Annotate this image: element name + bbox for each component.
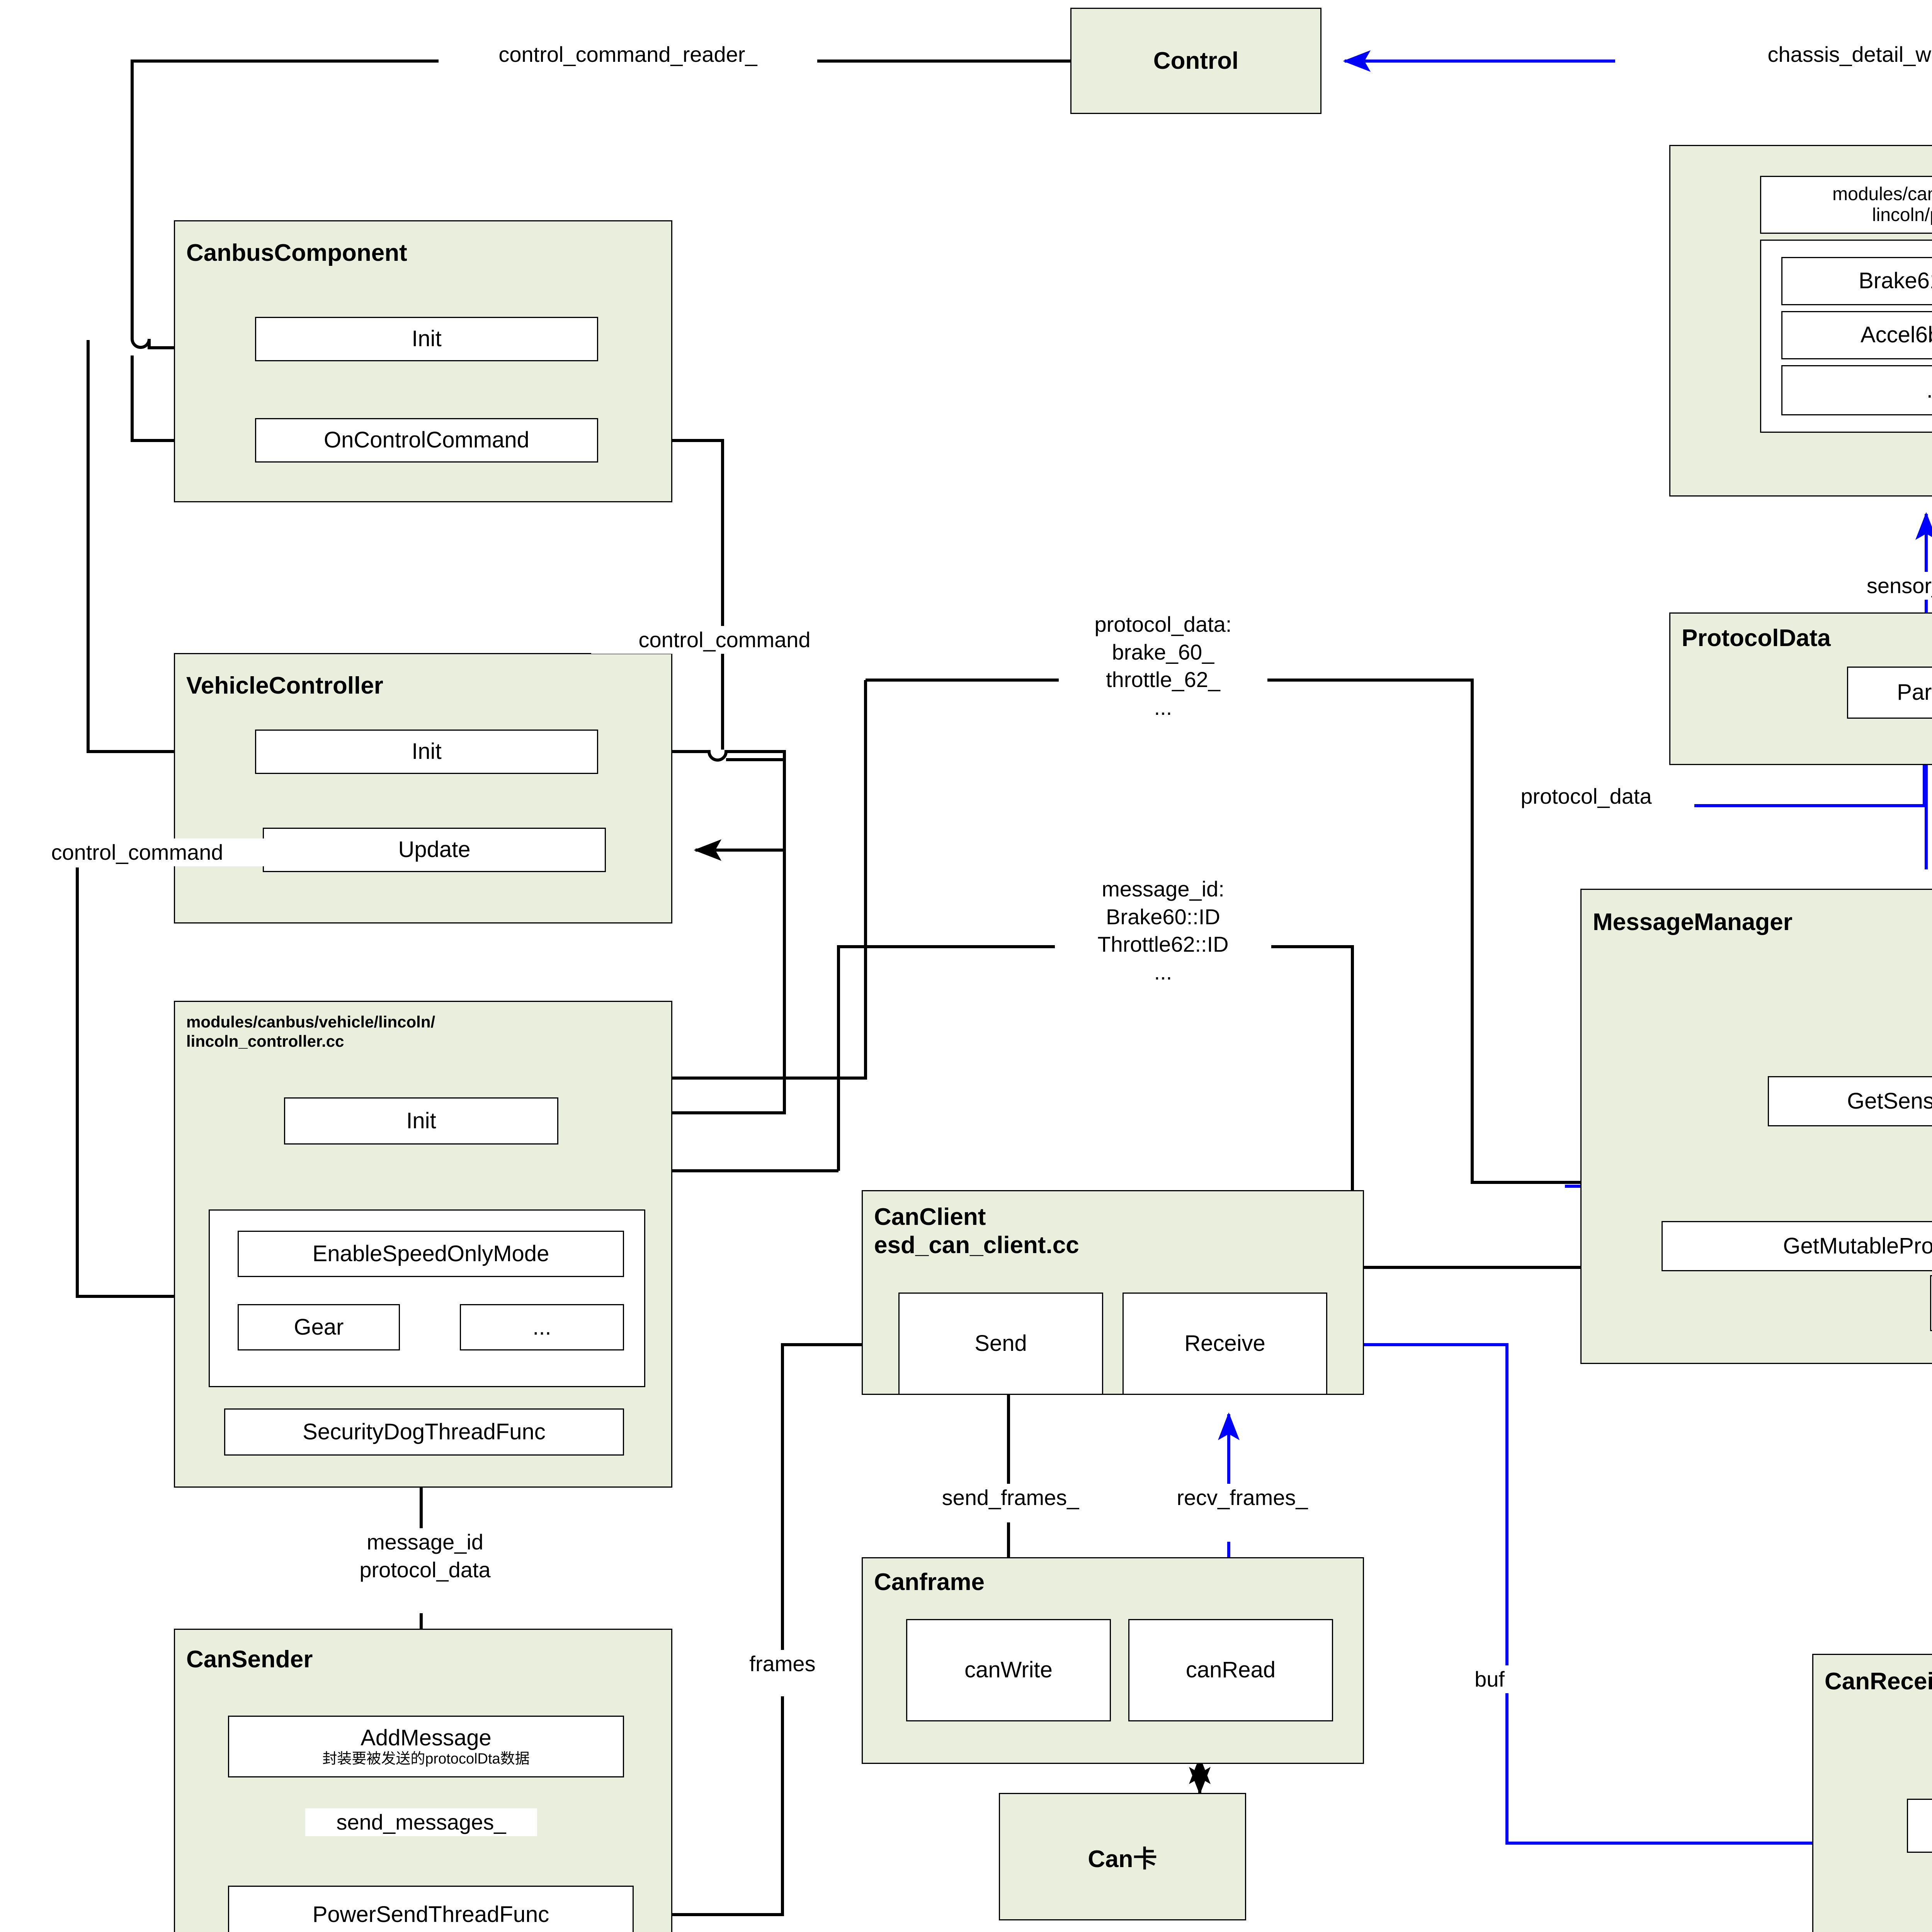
node-vehiclecontroller-update[interactable]: Update (263, 828, 606, 872)
node-label: EnableSpeedOnlyMode (312, 1241, 549, 1266)
node-cansender-powersendthreadfunc[interactable]: PowerSendThreadFunc (228, 1886, 634, 1932)
node-lincolncontroller-more[interactable]: ... (460, 1304, 624, 1350)
node-label: Brake61::Parse (1859, 268, 1932, 294)
group-title-canframe: Canframe (874, 1569, 985, 1595)
node-lincoln-protocol-brake61[interactable]: Brake61::Parse (1781, 257, 1932, 305)
edge-label-protocol-data-mm: protocol_data (1478, 782, 1694, 810)
node-lincolncontroller-securitydogthreadfunc[interactable]: SecurityDogThreadFunc (224, 1408, 624, 1456)
node-label: Gear (294, 1314, 344, 1340)
group-title-vehicle-controller: VehicleController (186, 672, 383, 699)
node-canclient-receive[interactable]: Receive (1122, 1293, 1327, 1395)
group-title-protocol-data: ProtocolData (1682, 625, 1831, 651)
group-can-card: Can卡 (999, 1793, 1246, 1920)
edge-label-recv-frames: recv_frames_ (1128, 1484, 1356, 1512)
node-lincoln-protocol-path: modules/canbus/vehicle/ lincoln/protocol (1760, 176, 1932, 234)
edge-label-sensor-data-top: sensor_data (1828, 572, 1932, 600)
node-label: OnControlCommand (324, 427, 529, 453)
group-title-can-sender: CanSender (186, 1646, 313, 1673)
node-lincoln-protocol-accel6b[interactable]: Accel6b::Parse (1781, 311, 1932, 359)
group-control: Control (1070, 8, 1321, 114)
node-messagemanager-getmutableprotocoldatabyid[interactable]: GetMutableProtocolDataById (1662, 1221, 1932, 1271)
group-title-lincoln-controller: modules/canbus/vehicle/lincoln/ lincoln_… (186, 1013, 435, 1050)
node-label: AddMessage (361, 1725, 492, 1751)
node-label: PowerSendThreadFunc (312, 1901, 549, 1927)
node-label: Parse (1897, 680, 1932, 705)
node-canclient-send[interactable]: Send (898, 1293, 1103, 1395)
node-canbuscomponent-init[interactable]: Init (255, 317, 598, 361)
edge-label-control-command-left: control_command (8, 838, 267, 866)
node-label: canWrite (964, 1657, 1053, 1683)
node-lincolncontroller-init[interactable]: Init (284, 1097, 558, 1145)
group-can-sender (174, 1629, 672, 1932)
group-title-can-client: CanClient esd_can_client.cc (874, 1204, 1079, 1259)
edge-label-message-id-protocol-data: message_id protocol_data (309, 1528, 541, 1584)
edge-label-chassis-detail-writer: chassis_detail_writer_ (1716, 41, 1932, 68)
node-canframe-canwrite[interactable]: canWrite (906, 1619, 1111, 1721)
node-label: SecurityDogThreadFunc (303, 1419, 546, 1444)
node-label: Send (975, 1331, 1027, 1356)
node-label: GetMutableProtocolDataById (1783, 1233, 1932, 1259)
node-lincolncontroller-enablespeedonlymode[interactable]: EnableSpeedOnlyMode (238, 1231, 624, 1277)
node-label: Receive (1184, 1331, 1265, 1356)
edge-label-buf: buf (1447, 1665, 1532, 1693)
group-message-manager (1580, 889, 1932, 1364)
edge-label-protocol-data-list: protocol_data: brake_60_ throttle_62_ ..… (1059, 611, 1267, 721)
node-vehiclecontroller-init[interactable]: Init (255, 730, 598, 774)
edge-label-control-command-reader: control_command_reader_ (439, 41, 817, 68)
node-label: Update (398, 837, 471, 862)
node-label: Accel6b::Parse (1860, 322, 1932, 348)
node-lincoln-protocol-more[interactable]: ... (1781, 365, 1932, 415)
node-canreceiver-recvthreadfunc[interactable]: RecvThreadFunc (1907, 1799, 1932, 1853)
node-label: ... (532, 1314, 551, 1340)
edge-label-send-messages: send_messages_ (305, 1808, 537, 1836)
node-label: canRead (1185, 1657, 1276, 1683)
node-protocoldata-parse[interactable]: Parse (1847, 667, 1932, 719)
group-title-canbus-component: CanbusComponent (186, 240, 407, 266)
group-title-can-card: Can卡 (1088, 1846, 1157, 1872)
edge-label-send-frames: send_frames_ (896, 1484, 1124, 1512)
group-title-can-receiver: CanReceiver (1825, 1668, 1932, 1695)
node-lincolncontroller-gear[interactable]: Gear (238, 1304, 400, 1350)
node-label: Init (406, 1108, 436, 1133)
node-label: Init (412, 739, 442, 764)
node-messagemanager-getsensordata[interactable]: GetSensorData (1768, 1076, 1932, 1126)
node-messagemanager-parse[interactable]: Parse (1930, 1275, 1932, 1331)
node-sublabel: 封装要被发送的protocolDta数据 (322, 1751, 530, 1767)
node-label: modules/canbus/vehicle/ lincoln/protocol (1832, 184, 1932, 225)
edge-label-message-id-list: message_id: Brake60::ID Throttle62::ID .… (1055, 875, 1271, 986)
group-title-control: Control (1153, 48, 1239, 74)
node-label: Init (412, 326, 442, 352)
node-canbuscomponent-oncontrolcommand[interactable]: OnControlCommand (255, 418, 598, 463)
edge-label-control-command-right: control_command (591, 626, 858, 654)
edge-label-frames: frames (719, 1650, 846, 1678)
group-protocol-data (1669, 612, 1932, 765)
node-label: GetSensorData (1847, 1088, 1932, 1114)
group-can-receiver (1812, 1654, 1932, 1932)
group-title-message-manager: MessageManager (1593, 909, 1793, 935)
node-canframe-canread[interactable]: canRead (1128, 1619, 1333, 1721)
group-vehicle-controller (174, 653, 672, 923)
node-label: ... (1927, 378, 1932, 403)
node-cansender-addmessage[interactable]: AddMessage 封装要被发送的protocolDta数据 (228, 1716, 624, 1777)
